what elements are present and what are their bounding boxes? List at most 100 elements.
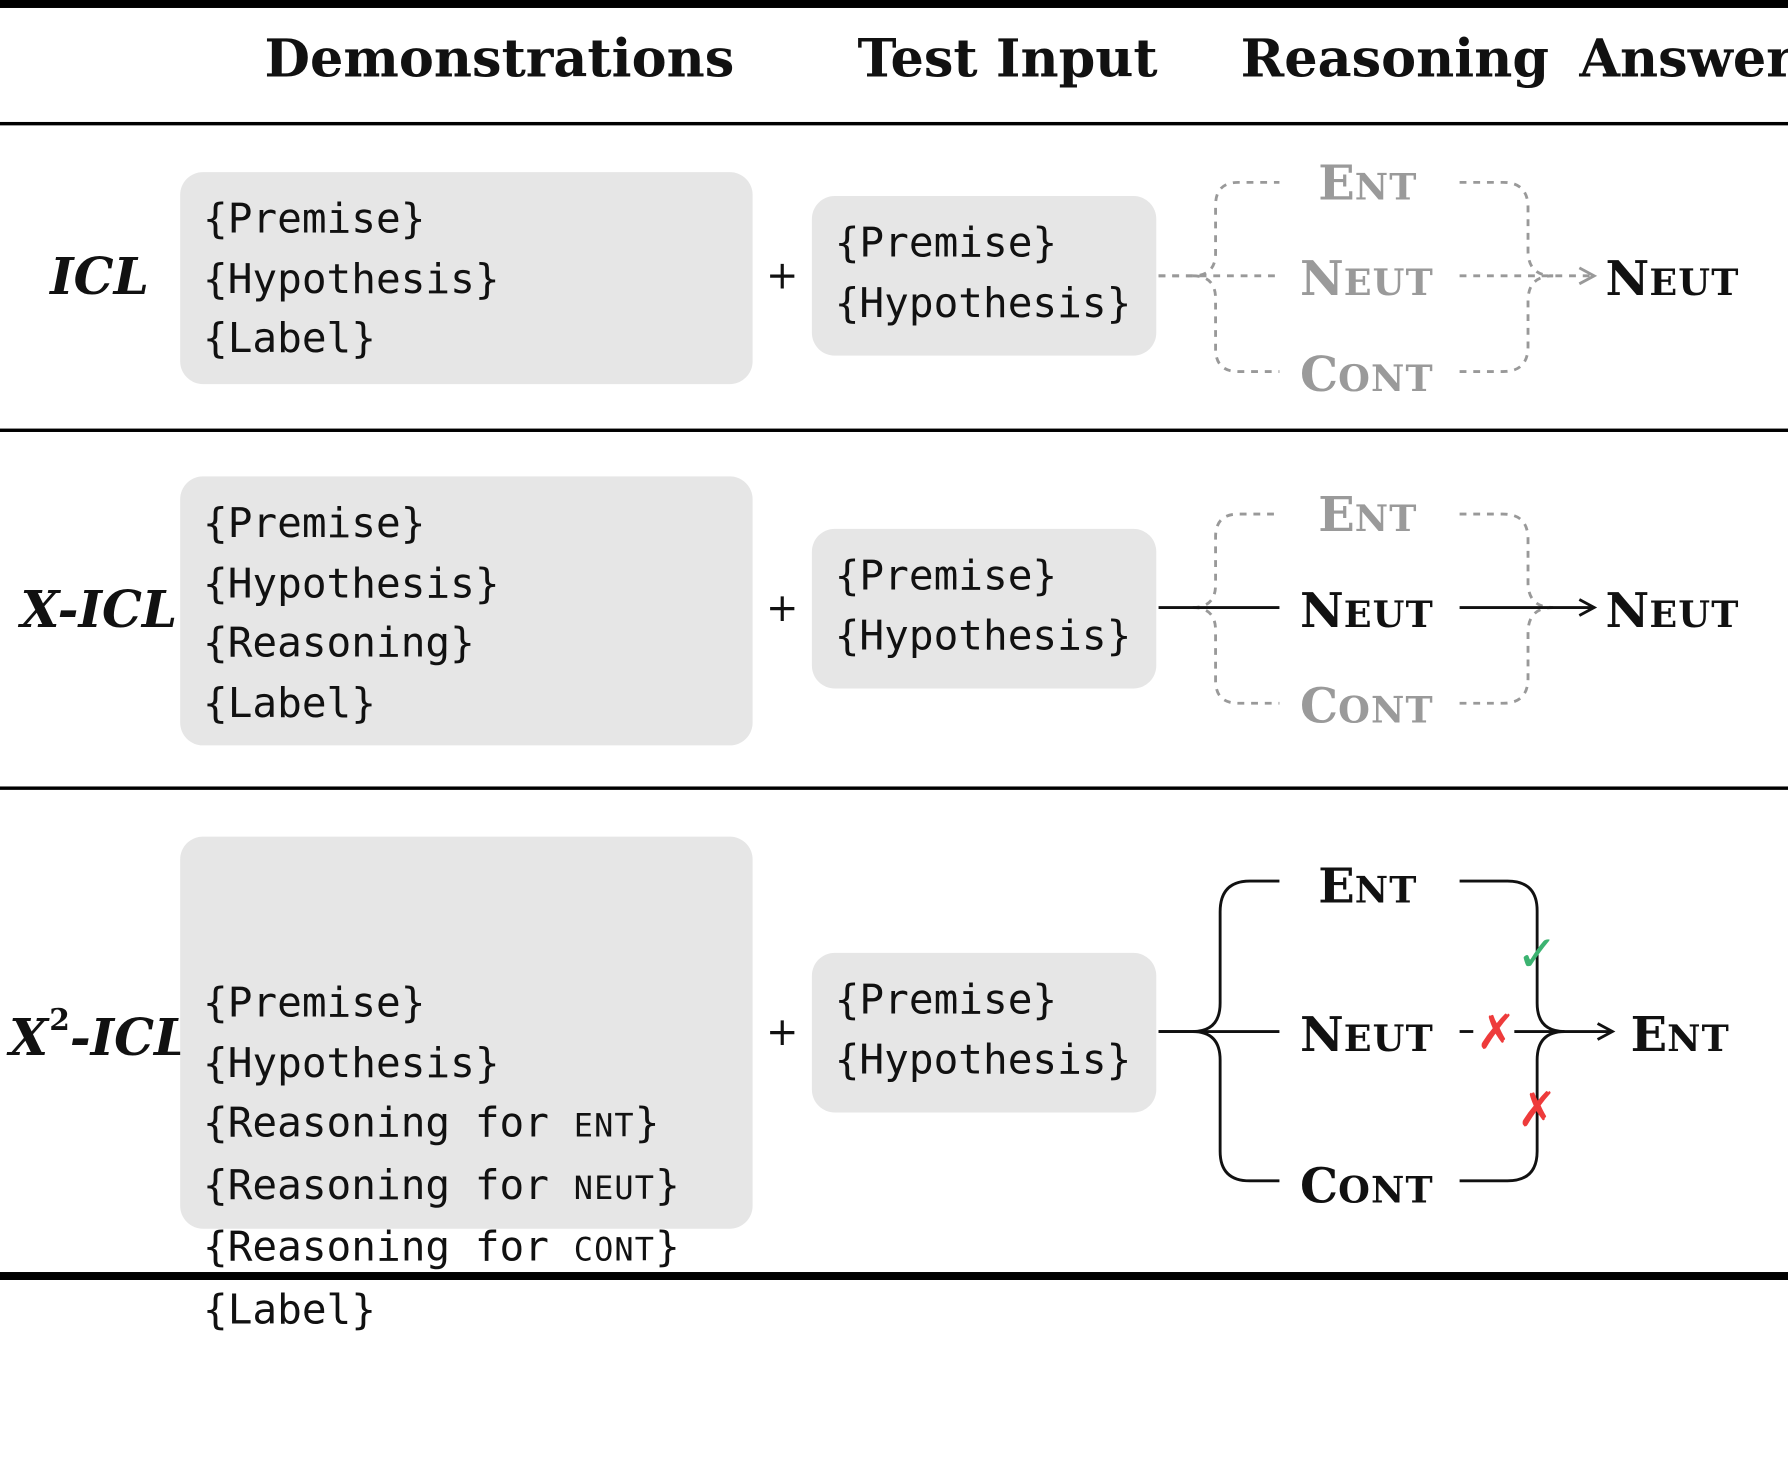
label-rest: NT <box>1667 1016 1730 1061</box>
answer-label-x-icl: NEUT <box>1606 586 1740 637</box>
test-input-line: {Premise} <box>834 976 1058 1024</box>
reasoning-label-ent: ENT <box>1318 159 1418 209</box>
label-rest: EUT <box>1343 261 1434 305</box>
branch-line <box>1192 512 1280 609</box>
reasoning-label-ent: ENT <box>1318 491 1417 539</box>
row-label-x-icl: X-ICL <box>20 581 178 640</box>
label-rest: ONT <box>1338 1168 1434 1212</box>
reasoning-label-cont: CONT <box>1300 1162 1434 1212</box>
cross-icon: ✗ <box>1476 1006 1516 1061</box>
label-rest: ONT <box>1338 356 1434 401</box>
demo-prefix: {Reasoning for <box>202 1099 574 1147</box>
header-answer: Answer <box>1579 27 1788 89</box>
test-input-box-x2-icl: {Premise} {Hypothesis} <box>811 952 1157 1113</box>
reasoning-label-neut: NEUT <box>1300 586 1434 635</box>
demo-prefix: {Reasoning for <box>202 1224 574 1271</box>
method-base: X <box>9 1009 49 1068</box>
branch-line <box>1158 180 1280 278</box>
demo-line: {Premise} <box>202 500 426 548</box>
label-initial: N <box>1299 1006 1344 1063</box>
reasoning-label-neut: NEUT <box>1300 255 1434 303</box>
reasoning-label-neut: NEUT <box>1300 1010 1434 1061</box>
row-label-x2-icl: X2-ICL <box>9 1006 189 1064</box>
plus-sign: + <box>766 253 799 299</box>
test-input-line: {Hypothesis} <box>834 279 1132 327</box>
test-input-line: {Hypothesis} <box>834 1036 1132 1084</box>
header-rule <box>0 121 1788 126</box>
check-icon: ✓ <box>1516 924 1558 983</box>
branch-line <box>1192 274 1280 373</box>
label-initial: N <box>1605 250 1650 307</box>
label-initial: E <box>1318 155 1355 211</box>
branch-line <box>1459 606 1554 705</box>
label-initial: C <box>1299 1158 1339 1214</box>
branch-line <box>1459 274 1554 373</box>
demo-line: {Hypothesis} <box>202 255 500 303</box>
label-initial: E <box>1630 1006 1668 1063</box>
branch-line <box>1459 1030 1565 1183</box>
test-input-line: {Hypothesis} <box>834 612 1132 660</box>
demonstrations-box-x2-icl: {Premise} {Hypothesis} {Reasoning for ENT}… <box>180 836 753 1333</box>
demo-suffix: } <box>655 1162 680 1209</box>
answer-label-x2-icl: ENT <box>1631 1010 1730 1061</box>
label-rest: NT <box>1354 496 1418 541</box>
branch-line <box>1192 1030 1280 1183</box>
reasoning-label-cont: CONT <box>1300 350 1434 401</box>
label-initial: E <box>1318 858 1355 915</box>
branch-line <box>1192 606 1280 705</box>
demonstrations-box-icl: {Premise} {Hypothesis} {Label} <box>180 172 753 385</box>
test-input-line: {Premise} <box>834 552 1058 600</box>
label-rest: EUT <box>1649 261 1740 305</box>
header-demonstrations: Demonstrations <box>264 27 735 89</box>
label-initial: C <box>1299 346 1339 403</box>
demo-line: {Reasoning for ENT} <box>203 1094 730 1156</box>
branch-line <box>1158 879 1280 1033</box>
method-superscript: 2 <box>49 1003 70 1038</box>
label-rest: EUT <box>1649 592 1740 637</box>
demo-line: {Reasoning for NEUT} <box>203 1156 730 1218</box>
demo-line: {Label} <box>202 1286 376 1333</box>
header-test-input: Test Input <box>857 27 1158 89</box>
demo-line: {Premise} <box>202 196 426 243</box>
row-divider-2 <box>0 786 1788 790</box>
top-rule <box>0 0 1788 8</box>
demo-label-neut: NEUT <box>573 1168 656 1207</box>
demo-line: {Hypothesis} <box>202 560 500 607</box>
plus-sign: + <box>766 585 799 632</box>
label-rest: NT <box>1354 868 1418 912</box>
branch-line <box>1459 180 1554 278</box>
answer-label-icl: NEUT <box>1606 255 1740 303</box>
reasoning-label-cont: CONT <box>1300 682 1434 732</box>
branch-line <box>1459 512 1554 609</box>
demo-line: {Reasoning for CONT} <box>203 1218 730 1280</box>
header-reasoning: Reasoning <box>1240 27 1550 89</box>
test-input-line: {Premise} <box>834 219 1058 267</box>
label-initial: C <box>1299 678 1339 735</box>
demo-line: {Reasoning} <box>202 620 475 667</box>
bottom-rule <box>0 1272 1788 1280</box>
label-rest: EUT <box>1343 1016 1434 1061</box>
label-initial: N <box>1605 582 1650 639</box>
demo-line: {Label} <box>202 315 376 363</box>
label-initial: N <box>1299 582 1344 639</box>
demo-label-ent: ENT <box>573 1106 635 1145</box>
test-input-box-x-icl: {Premise} {Hypothesis} <box>811 528 1157 689</box>
demo-suffix: } <box>655 1224 680 1271</box>
row-divider-1 <box>0 428 1788 432</box>
label-rest: ONT <box>1338 688 1434 732</box>
row-label-icl: ICL <box>50 248 149 307</box>
test-input-box-icl: {Premise} {Hypothesis} <box>811 196 1157 356</box>
demo-label-cont: CONT <box>573 1230 656 1269</box>
demo-suffix: } <box>634 1099 660 1147</box>
label-initial: N <box>1299 250 1344 307</box>
demo-line: {Label} <box>202 679 376 727</box>
reasoning-flow-lines: ✓ ✗ ✗ <box>1158 180 1616 1183</box>
label-rest: NT <box>1354 165 1418 209</box>
method-suffix: -ICL <box>69 1009 190 1068</box>
demo-prefix: {Reasoning for <box>202 1162 574 1209</box>
demo-line: {Premise} <box>202 980 426 1027</box>
label-initial: E <box>1318 486 1355 543</box>
demo-line: {Hypothesis} <box>202 1040 500 1087</box>
branch-line <box>1459 879 1565 1033</box>
demonstrations-box-x-icl: {Premise} {Hypothesis} {Reasoning} {Label} <box>180 476 753 746</box>
